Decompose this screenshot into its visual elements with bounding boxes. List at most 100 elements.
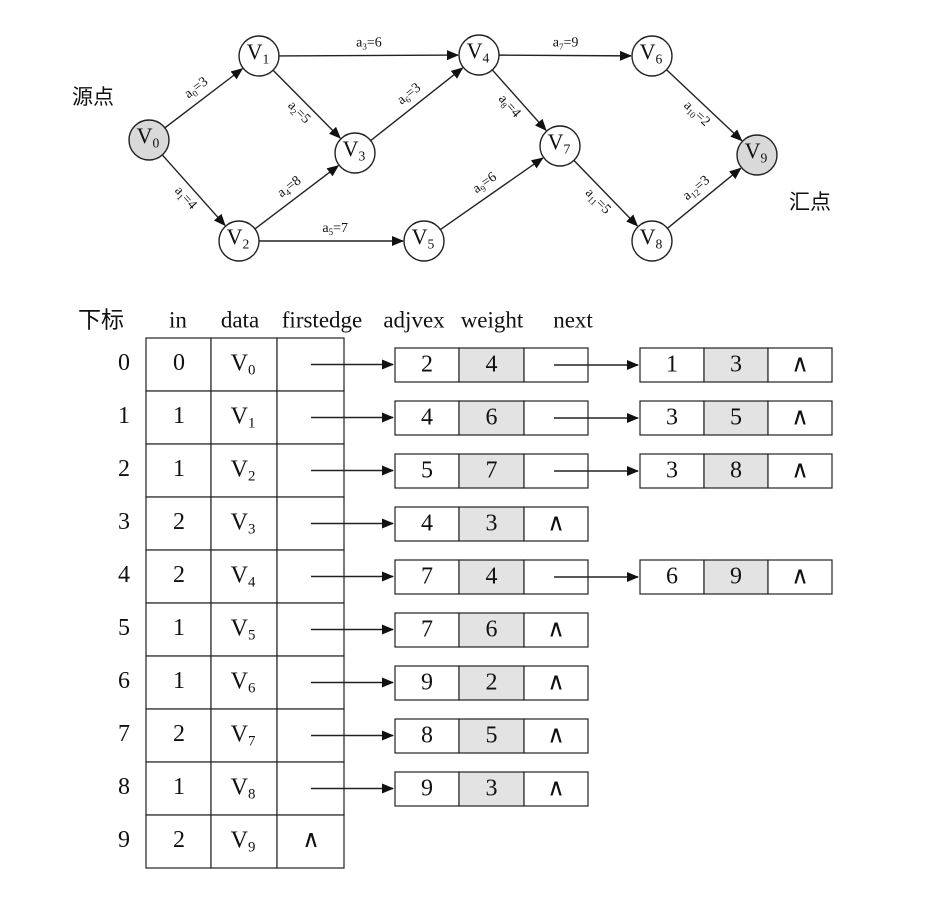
edge-label-a9: a9=6 (470, 170, 500, 198)
weight-cell (458, 453, 525, 489)
adjvex-value: 4 (421, 405, 433, 431)
edge-label-subscript: 3 (362, 42, 367, 52)
adjvex-cell (394, 771, 460, 807)
next-cell (523, 771, 589, 807)
in-cell (145, 549, 212, 604)
edge-v0-v1 (164, 68, 244, 129)
vertex-data-base: V (231, 562, 249, 588)
edge-label-subscript: 1 (175, 192, 185, 202)
edge-v4-v6 (498, 50, 633, 61)
adjvex-value: 8 (421, 723, 433, 749)
in-cell (145, 655, 212, 710)
adjvex-cell (394, 665, 460, 701)
adjvex-value: 3 (666, 405, 678, 431)
vertex-data-base: V (231, 350, 249, 376)
vertex-data: V5 (231, 615, 256, 644)
data-cell (210, 814, 278, 869)
next-null: ∧ (791, 458, 809, 484)
node-label-v0: V0 (137, 123, 160, 151)
row-index: 6 (118, 668, 130, 694)
weight-cell (703, 347, 769, 383)
edge-v6-v9 (666, 69, 743, 142)
sink-label: 汇点 (789, 190, 831, 214)
row-index: 1 (118, 403, 130, 429)
next-null: ∧ (791, 405, 809, 431)
node-label-v3-subscript: 3 (359, 149, 366, 164)
adjvex-value: 2 (421, 352, 433, 378)
edge-label-subscript: 0 (190, 88, 200, 99)
node-label-v3: V3 (343, 136, 366, 164)
adjvex-value: 7 (421, 564, 433, 590)
edge-label-a6: a6=3 (395, 81, 425, 109)
vertex-data-base: V (231, 615, 249, 641)
row-index: 2 (118, 456, 130, 482)
edge-label-weight: 7 (341, 221, 348, 236)
in-degree: 2 (173, 721, 185, 747)
adjvex-cell (394, 559, 460, 595)
next-cell (523, 506, 589, 542)
vertex-data-subscript: 7 (248, 734, 256, 750)
weight-value: 5 (486, 723, 498, 749)
edge-label-a1: a1=4 (170, 184, 199, 214)
edge-label-subscript: 6 (403, 94, 413, 105)
adjvex-cell (394, 612, 460, 648)
edge-v2-v3 (254, 165, 340, 230)
node-label-v3-base: V (343, 136, 359, 161)
edge-v1-v3 (272, 69, 341, 139)
node-v4 (458, 34, 500, 76)
row-index: 0 (118, 350, 130, 376)
node-v2 (218, 220, 260, 262)
adjvex-cell (394, 347, 460, 383)
in-cell (145, 602, 212, 657)
adjvex-value: 4 (421, 511, 433, 537)
graph-layer: a0=3a1=4a2=5a3=6a4=8a5=7a6=3a7=9a8=4a9=6… (72, 34, 831, 262)
vertex-data-base: V (231, 456, 249, 482)
edge-v1-v4 (278, 50, 460, 61)
weight-value: 3 (486, 776, 498, 802)
node-label-v0-base: V (137, 123, 153, 148)
weight-cell (458, 612, 525, 648)
row-index: 4 (118, 562, 130, 588)
vertex-data: V7 (231, 721, 256, 750)
row-index: 8 (118, 774, 130, 800)
header-0: 下标 (78, 307, 124, 332)
next-null: ∧ (547, 670, 565, 696)
in-degree: 1 (173, 456, 185, 482)
edge-label-subscript: 4 (283, 187, 293, 198)
in-degree: 2 (173, 827, 185, 853)
edge-label-subscript: 2 (288, 107, 298, 117)
edge-label-a8: a8=4 (494, 92, 523, 122)
vertex-data: V0 (231, 350, 256, 379)
edge-label-name: a (322, 221, 329, 236)
data-cell (210, 337, 278, 392)
source-label: 源点 (72, 85, 114, 109)
vertex-data-subscript: 9 (248, 840, 255, 856)
vertex-data: V1 (231, 403, 256, 432)
row-index: 9 (118, 827, 130, 853)
node-label-v8-base: V (640, 224, 656, 249)
node-label-v1-subscript: 1 (263, 52, 270, 67)
node-v0 (128, 119, 170, 161)
node-label-v4: V4 (467, 38, 490, 66)
next-cell (523, 612, 589, 648)
node-v9 (736, 134, 778, 176)
vertex-data-subscript: 0 (248, 363, 255, 379)
node-label-v9-base: V (745, 138, 761, 163)
next-cell (767, 559, 833, 595)
node-v5 (403, 220, 445, 262)
edge-v8-v9 (667, 167, 742, 229)
weight-cell (458, 347, 525, 383)
adjvex-value: 3 (666, 458, 678, 484)
edge-v0-v2 (161, 154, 226, 227)
